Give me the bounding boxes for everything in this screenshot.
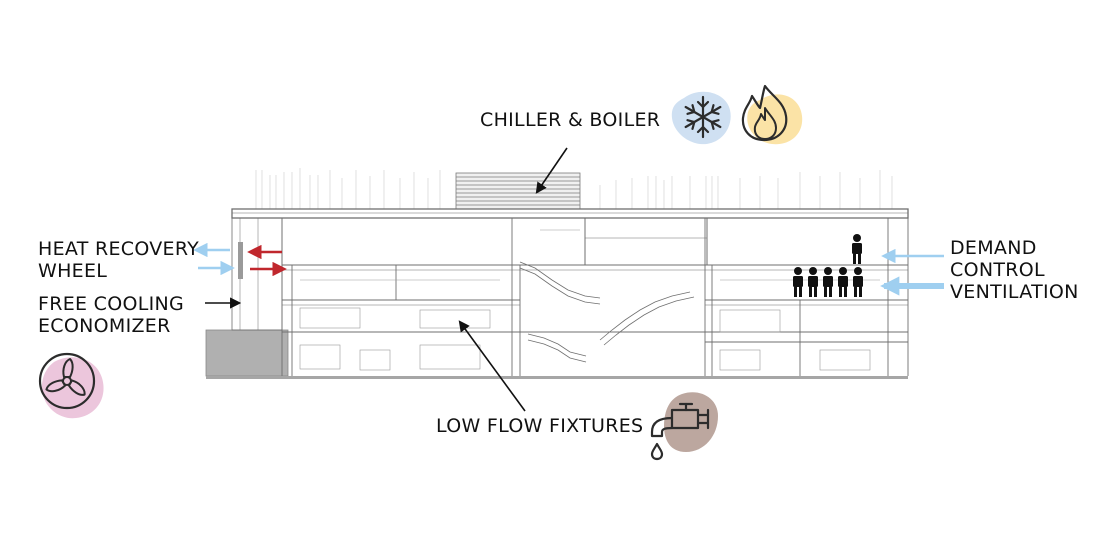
heat-recovery-wheel (193, 242, 287, 279)
heat-recovery-label-line-2: WHEEL (38, 260, 108, 282)
left-ground-mass (205, 329, 289, 377)
chiller-callout-arrow (535, 147, 568, 194)
demand-control-label-line-3: VENTILATION (950, 281, 1079, 303)
roof-slab (231, 208, 909, 219)
heat-wheel-unit (238, 242, 243, 279)
heat-recovery-wheel-label: HEAT RECOVERY WHEEL (38, 238, 199, 282)
demand-control-ventilation-label: DEMAND CONTROL VENTILATION (950, 237, 1079, 303)
columns (281, 209, 909, 376)
free-cooling-economizer-label: FREE COOLING ECONOMIZER (38, 293, 184, 337)
chiller-boiler-label: CHILLER & BOILER (480, 109, 661, 131)
demand-control-label-line-2: CONTROL (950, 259, 1045, 281)
faucet-icon (650, 392, 718, 461)
demand-control-ventilation (793, 234, 944, 297)
background-linework (255, 168, 893, 210)
building-section (205, 168, 909, 379)
flame-icon (741, 84, 803, 145)
ground-line (206, 376, 908, 379)
heat-recovery-label-line-1: HEAT RECOVERY (38, 238, 200, 260)
rooftop-mechanical-unit (455, 172, 581, 210)
fan-icon (38, 352, 104, 419)
free-cooling-label-line-2: ECONOMIZER (38, 315, 171, 337)
low-flow-fixtures-label: LOW FLOW FIXTURES (436, 415, 644, 437)
snowflake-icon (671, 91, 731, 145)
people-icon (793, 267, 863, 297)
single-occupant-icon (852, 234, 862, 264)
free-cooling-label-line-1: FREE COOLING (38, 293, 185, 315)
demand-control-label-line-1: DEMAND (950, 237, 1037, 259)
atrium-stairs (519, 261, 695, 363)
fixtures-callout-arrow (458, 320, 526, 412)
callout-arrows (205, 147, 568, 412)
